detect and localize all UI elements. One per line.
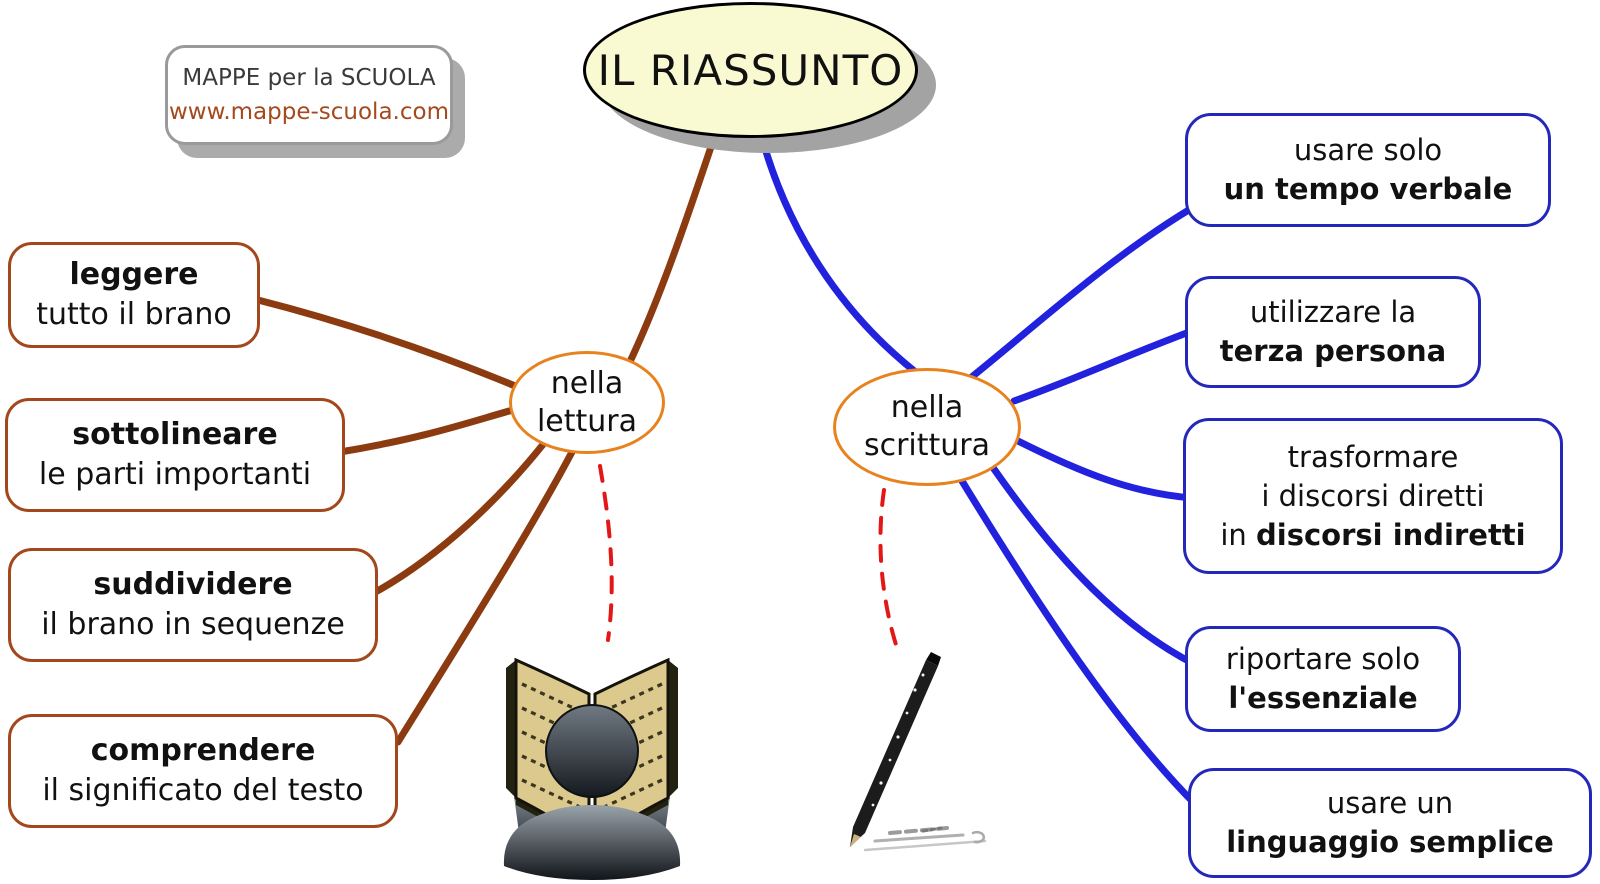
rule-mixed-line: in discorsi indiretti (1220, 516, 1525, 555)
pen-shadow-strokes (863, 826, 987, 852)
writing-rule-discorsi-indiretti: trasformare i discorsi diretti in discor… (1183, 418, 1563, 574)
hub-lettura-line2: lettura (536, 403, 638, 439)
link-scrittura-tempo-verbale (964, 204, 1196, 384)
logo-title: MAPPE per la SCUOLA (182, 65, 436, 91)
reading-person-icon (503, 657, 681, 880)
reading-rule-suddividere: suddividere il brano in sequenze (8, 548, 378, 662)
rule-text: il brano in sequenze (41, 607, 345, 642)
link-lettura-reading-icon (598, 464, 614, 642)
site-logo-box: MAPPE per la SCUOLA www.mappe-scuola.com (165, 45, 453, 145)
pen-body (850, 660, 938, 847)
rule-text-prefix: in (1220, 517, 1257, 552)
link-root-lettura (622, 128, 720, 374)
link-lettura-leggere (254, 296, 524, 392)
rule-keyword: l'essenziale (1228, 681, 1418, 715)
rule-text: il significato del testo (42, 773, 364, 808)
person-head (545, 704, 639, 798)
rule-keyword: terza persona (1219, 334, 1447, 368)
reading-rule-comprendere: comprendere il significato del testo (8, 714, 398, 828)
rule-keyword: comprendere (90, 733, 316, 768)
link-scrittura-terza-persona (1010, 327, 1196, 405)
rule-keyword: un tempo verbale (1223, 172, 1513, 206)
root-topic: IL RIASSUNTO (583, 2, 918, 138)
pen-cap (926, 652, 941, 666)
link-lettura-suddividere (368, 438, 549, 598)
reading-rule-leggere: leggere tutto il brano (8, 242, 260, 348)
writing-rule-terza-persona: utilizzare la terza persona (1185, 276, 1481, 388)
writing-rule-linguaggio-semplice: usare un linguaggio semplice (1188, 768, 1592, 878)
pen-icon (850, 652, 987, 852)
rule-keyword: leggere (69, 257, 199, 292)
rule-text: le parti importanti (38, 457, 312, 492)
link-scrittura-linguaggio (958, 477, 1198, 807)
hub-nella-lettura: nella lettura (509, 351, 665, 454)
logo-url: www.mappe-scuola.com (169, 99, 449, 125)
link-scrittura-essenziale (990, 465, 1196, 667)
rule-keyword: sottolineare (72, 417, 278, 452)
rule-keyword: discorsi indiretti (1256, 517, 1526, 552)
pen-highlights (871, 673, 925, 807)
book-left-cover (506, 660, 516, 798)
rule-keyword: suddividere (93, 567, 293, 602)
hub-scrittura-line1: nella (890, 390, 964, 425)
link-root-scrittura (758, 134, 922, 378)
hub-nella-scrittura: nella scrittura (833, 368, 1021, 486)
hub-lettura-line1: nella (550, 365, 624, 401)
link-lettura-sottolineare (336, 404, 524, 456)
link-lettura-comprendere (394, 448, 576, 746)
rule-text: usare solo (1293, 133, 1443, 167)
book-right-cover (668, 660, 678, 798)
rule-text: usare un (1326, 786, 1454, 820)
rule-keyword: linguaggio semplice (1226, 825, 1554, 859)
reading-rule-sottolineare: sottolineare le parti importanti (5, 398, 345, 512)
writing-rule-tempo-verbale: usare solo un tempo verbale (1185, 113, 1551, 227)
person-body (503, 805, 681, 880)
root-topic-label: IL RIASSUNTO (597, 45, 904, 95)
rule-text: utilizzare la (1249, 295, 1417, 329)
rule-text: riportare solo (1225, 642, 1421, 676)
pen-nib (850, 834, 861, 847)
link-scrittura-discorsi (1014, 437, 1196, 502)
rule-text: tutto il brano (36, 297, 232, 332)
writing-rule-essenziale: riportare solo l'essenziale (1185, 626, 1461, 732)
link-scrittura-pen-icon (878, 488, 899, 650)
rule-text: trasformare (1287, 439, 1459, 474)
rule-text: i discorsi diretti (1261, 478, 1485, 513)
hub-scrittura-line2: scrittura (863, 428, 991, 463)
